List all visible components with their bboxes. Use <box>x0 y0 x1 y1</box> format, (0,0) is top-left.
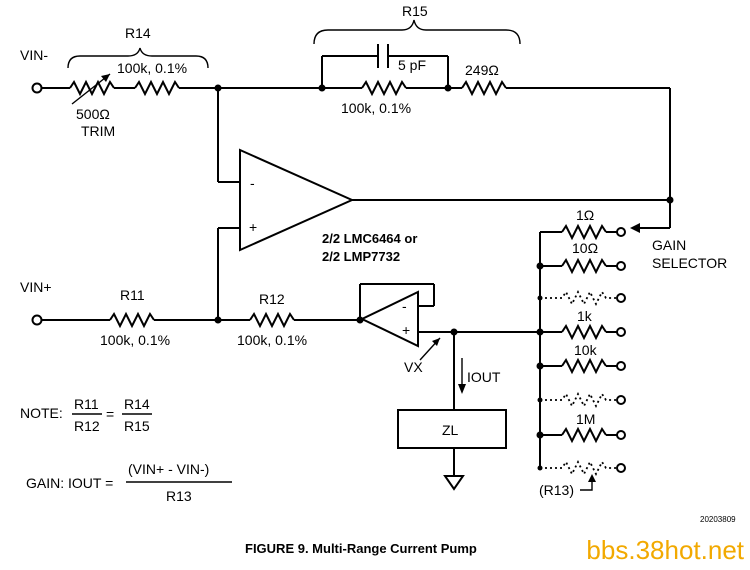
r11-resistor <box>109 311 155 329</box>
note-rhs-num: R14 <box>124 396 150 412</box>
gain-2-label: 10Ω <box>572 240 598 256</box>
r15-label: R15 <box>402 3 428 19</box>
watermark: bbs.38hot.net <box>586 535 744 565</box>
note-prefix: NOTE: <box>20 405 63 421</box>
r11-value: 100k, 0.1% <box>100 332 170 348</box>
opamp-plus-label: + <box>249 219 257 235</box>
vx-label: VX <box>404 359 423 375</box>
gain-tap-6 <box>616 395 626 405</box>
capacitor-value: 5 pF <box>398 57 426 73</box>
ground-symbol <box>443 475 465 491</box>
r15-resistor <box>361 79 407 97</box>
r15-network <box>313 19 674 228</box>
r15-resistor-value: 100k, 0.1% <box>341 100 411 116</box>
zl-box <box>397 409 507 449</box>
gain-eq-prefix: GAIN: IOUT = <box>26 475 113 491</box>
note-equation: NOTE: R11 R12 = R14 R15 <box>20 396 152 434</box>
buffer-opamp <box>359 283 540 361</box>
main-opamp <box>217 88 670 320</box>
r15-brace <box>313 19 521 45</box>
figure-caption: FIGURE 9. Multi-Range Current Pump <box>245 541 477 556</box>
vin-plus-terminal <box>31 314 43 326</box>
buffer-minus-label: - <box>402 298 407 314</box>
labels: VIN- R14 100k, 0.1% 500Ω TRIM R15 5 pF 1… <box>20 3 727 498</box>
gain-selector-line1: GAIN <box>652 237 686 253</box>
gain-equation: GAIN: IOUT = (VIN+ - VIN-) R13 <box>26 461 232 504</box>
r14-label: R14 <box>125 25 151 41</box>
gain-tap-2 <box>616 261 626 271</box>
r14-resistor <box>134 79 180 97</box>
gain-tap-5 <box>616 361 626 371</box>
r12-resistor <box>249 311 295 329</box>
opamp-part-line1: 2/2 LMC6464 or <box>322 231 417 246</box>
r13-label: (R13) <box>539 482 574 498</box>
r12-label: R12 <box>259 291 285 307</box>
r15-series-resistor <box>461 79 507 97</box>
gain-bank <box>536 223 670 491</box>
r14-brace <box>67 47 209 69</box>
r15-series-value: 249Ω <box>465 62 499 78</box>
gain-4-label: 10k <box>574 342 598 358</box>
gain-tap-1 <box>616 227 626 237</box>
opamp-part-line2: 2/2 LMP7732 <box>322 249 400 264</box>
note-rhs-den: R15 <box>124 418 150 434</box>
note-lhs-den: R12 <box>74 418 100 434</box>
trim-resistor <box>69 79 115 97</box>
gain-tap-7 <box>616 430 626 440</box>
vin-plus-label: VIN+ <box>20 279 52 295</box>
iout-label: IOUT <box>467 369 501 385</box>
vin-minus-line <box>31 47 322 105</box>
note-equals: = <box>106 406 114 422</box>
gain-3-label: 1k <box>577 308 593 324</box>
vin-plus-line <box>31 311 364 329</box>
vin-minus-label: VIN- <box>20 47 48 63</box>
r12-value: 100k, 0.1% <box>237 332 307 348</box>
r14-value: 100k, 0.1% <box>117 60 187 76</box>
gain-eq-denominator: R13 <box>166 488 192 504</box>
trim-label: TRIM <box>81 123 115 139</box>
opamp-minus-label: - <box>250 175 255 191</box>
gain-tap-3 <box>616 293 626 303</box>
buffer-plus-label: + <box>402 322 410 338</box>
doc-number: 20203809 <box>700 515 736 524</box>
note-lhs-num: R11 <box>74 396 99 412</box>
r11-label: R11 <box>120 287 145 303</box>
vin-minus-terminal <box>31 82 43 94</box>
gain-selector-line2: SELECTOR <box>652 255 727 271</box>
gain-tap-8 <box>616 463 626 473</box>
trim-value: 500Ω <box>76 106 110 122</box>
zl-label: ZL <box>442 422 459 438</box>
gain-5-label: 1M <box>576 411 595 427</box>
gain-1-label: 1Ω <box>576 207 594 223</box>
gain-tap-4 <box>616 327 626 337</box>
load <box>397 332 507 491</box>
gain-eq-numerator: (VIN+ - VIN-) <box>128 461 209 477</box>
